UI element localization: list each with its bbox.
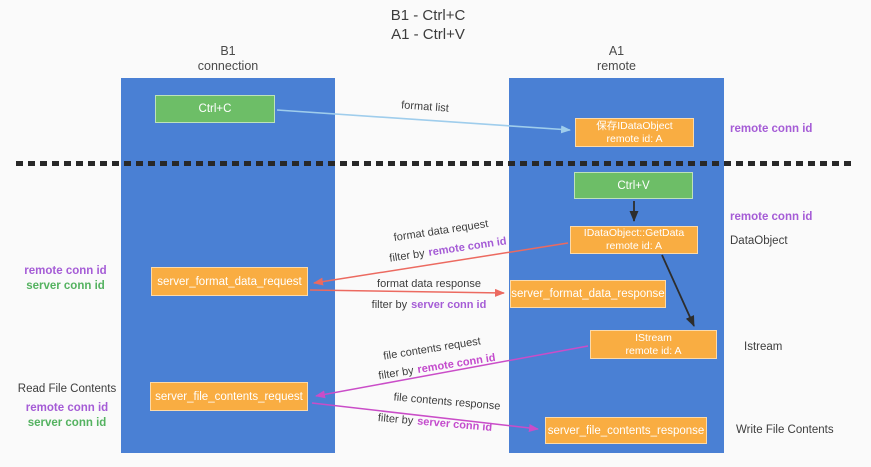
- node-istream-line1: IStream: [635, 331, 672, 344]
- node-server-format-data-request: server_format_data_request: [151, 267, 308, 296]
- lane-a1-subtitle: remote: [597, 59, 636, 73]
- diagram-title: B1 - Ctrl+C A1 - Ctrl+V: [278, 6, 578, 44]
- label-server-conn-id-left2: server conn id: [27, 417, 107, 429]
- edge-label-file-contents-response-text: file contents response: [393, 391, 501, 413]
- label-istream: Istream: [744, 341, 783, 353]
- label-dataobject: DataObject: [730, 235, 788, 247]
- node-getdata-line1: IDataObject::GetData: [583, 227, 685, 239]
- node-server-format-data-response: server_format_data_response: [510, 280, 666, 308]
- node-server-file-contents-request: server_file_contents_request: [150, 382, 308, 411]
- node-server-file-contents-response: server_file_contents_response: [545, 417, 707, 444]
- node-save-idataobject-line1: 保存IDataObject: [596, 119, 673, 132]
- label-block-format-conn-ids: remote conn id server conn id: [18, 264, 113, 294]
- arrow-format-data-response: [309, 288, 505, 297]
- phase-separator-line: [16, 161, 856, 166]
- node-ctrl-v-label: Ctrl+V: [617, 179, 650, 192]
- node-getdata-line2: remote id: A: [605, 240, 663, 252]
- node-istream-line2: remote id: A: [625, 344, 682, 357]
- edge-label-format-data-response-text: format data response: [377, 278, 481, 290]
- edge-label-format-data-response: format data response: [377, 278, 481, 290]
- node-server-file-contents-response-label: server_file_contents_response: [547, 424, 705, 437]
- label-read-file-contents: Read File Contents: [17, 383, 117, 395]
- node-server-format-data-response-label: server_format_data_response: [511, 288, 665, 300]
- filter-prefix: filter by: [377, 364, 415, 383]
- filter-prefix: filter by: [377, 412, 414, 428]
- label-remote-conn-id-left2: remote conn id: [25, 402, 109, 414]
- filter-key-server-conn-id: server conn id: [416, 415, 493, 434]
- node-idataobject-getdata: IDataObject::GetData remote id: A: [570, 226, 698, 254]
- filter-prefix: filter by: [388, 247, 426, 265]
- node-save-idataobject: 保存IDataObject remote id: A: [575, 118, 694, 147]
- node-save-idataobject-line2: remote id: A: [606, 132, 663, 145]
- node-ctrl-c-label: Ctrl+C: [198, 103, 232, 115]
- node-ctrl-v: Ctrl+V: [574, 172, 693, 199]
- label-block-file-conn-ids: Read File Contents remote conn id server…: [14, 382, 120, 431]
- label-remote-conn-id-left1: remote conn id: [24, 265, 107, 277]
- node-ctrl-c: Ctrl+C: [155, 95, 275, 123]
- lane-header-b1: B1 connection: [121, 44, 335, 74]
- edge-label-format-list-text: format list: [400, 99, 450, 115]
- label-remote-conn-id-top: remote conn id: [730, 123, 813, 135]
- lane-header-a1: A1 remote: [509, 44, 724, 74]
- filter-key-remote-conn-id: remote conn id: [427, 235, 508, 259]
- label-remote-conn-id-mid: remote conn id: [730, 211, 813, 223]
- node-server-file-contents-request-label: server_file_contents_request: [155, 390, 303, 403]
- node-server-format-data-request-label: server_format_data_request: [157, 275, 302, 288]
- lane-b1-title: B1: [220, 44, 236, 58]
- label-write-file-contents: Write File Contents: [736, 424, 834, 436]
- filter-key-server-conn-id: server conn id: [411, 299, 487, 311]
- title-line-2: A1 - Ctrl+V: [391, 26, 465, 43]
- edge-label-format-list: format list: [401, 99, 449, 114]
- filter-prefix: filter by: [371, 299, 408, 311]
- node-istream: IStream remote id: A: [590, 330, 717, 359]
- edge-label-file-contents-response: file contents response: [393, 391, 501, 412]
- title-line-1: B1 - Ctrl+C: [390, 7, 466, 24]
- lane-b1-subtitle: connection: [197, 59, 259, 73]
- label-server-conn-id-left1: server conn id: [26, 280, 105, 292]
- lane-a1-title: A1: [608, 44, 625, 58]
